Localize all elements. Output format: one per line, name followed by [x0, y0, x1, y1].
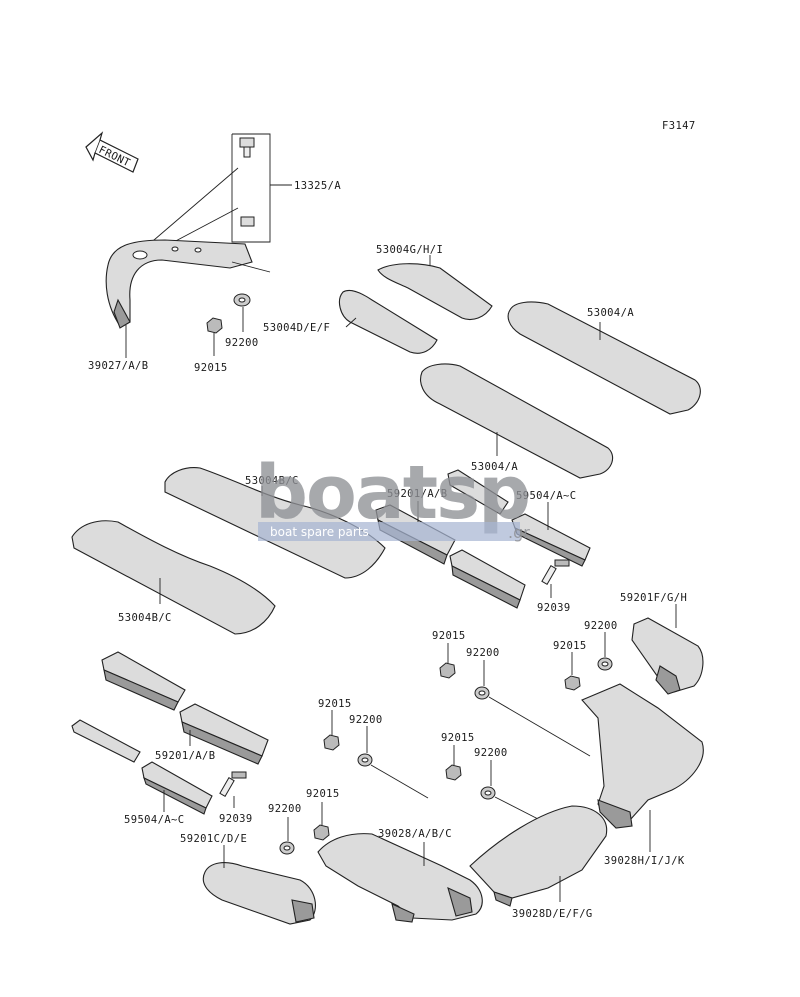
figure-code: F3147	[662, 120, 696, 132]
part-59201fgh	[631, 617, 704, 695]
label-92015-l2: 92015	[306, 788, 340, 800]
mat-53004ghi	[377, 263, 493, 321]
watermark-tagline: boat spare parts	[270, 525, 369, 539]
mat-53004def	[338, 289, 438, 354]
label-39028defg: 39028D/E/F/G	[512, 908, 593, 920]
label-53004bc-top: 53004B/C	[245, 475, 299, 487]
nut-92015-r1	[564, 675, 581, 691]
label-53004def: 53004D/E/F	[263, 322, 330, 334]
label-92015-c2: 92015	[441, 732, 475, 744]
nut-92015-top	[206, 317, 223, 334]
part-59201ab-left	[101, 651, 269, 765]
watermark-suffix: .gr	[508, 523, 530, 542]
label-92200-top: 92200	[225, 337, 259, 349]
label-53004a-right: 53004/A	[587, 307, 634, 319]
label-92200-c1: 92200	[466, 647, 500, 659]
nut-92015-c2	[445, 764, 462, 781]
label-53004bc-left: 53004B/C	[118, 612, 172, 624]
label-39027: 39027/A/B	[88, 360, 149, 372]
label-92200-c2: 92200	[474, 747, 508, 759]
label-92015-l1: 92015	[318, 698, 352, 710]
mat-53004a-right	[507, 301, 701, 415]
front-arrow-icon: FRONT	[85, 131, 139, 173]
label-59504-left: 59504/A~C	[124, 814, 185, 826]
part-59201cde	[202, 862, 316, 925]
label-53004a-mid: 53004/A	[471, 461, 518, 473]
label-59504-mid: 59504/A~C	[516, 490, 577, 502]
part-39028hijk	[581, 683, 704, 829]
label-39028abc: 39028/A/B/C	[378, 828, 452, 840]
nut-92015-l1	[323, 734, 340, 751]
pin-92039-left	[219, 771, 247, 797]
label-39028hijk: 39028H/I/J/K	[604, 855, 685, 867]
part-39027-rail	[105, 239, 271, 329]
label-13325: 13325/A	[294, 180, 341, 192]
mat-53004a-mid	[420, 363, 614, 479]
pin-92039-mid	[541, 559, 570, 585]
label-92200-r1: 92200	[584, 620, 618, 632]
label-92200-l1: 92200	[349, 714, 383, 726]
nut-92015-c1	[439, 662, 456, 679]
nut-92015-l2	[313, 824, 330, 841]
mat-53004bc-left	[71, 520, 276, 635]
label-59201fgh: 59201F/G/H	[620, 592, 687, 604]
label-92039-left: 92039	[219, 813, 253, 825]
watermark-logo: boatsp boat spare parts .gr	[255, 450, 531, 542]
label-92015-r1: 92015	[553, 640, 587, 652]
label-92015-c1: 92015	[432, 630, 466, 642]
label-59201ab-left: 59201/A/B	[155, 750, 216, 762]
part-39028abc	[317, 833, 483, 923]
label-53004ghi: 53004G/H/I	[376, 244, 443, 256]
label-59201ab-mid: 59201/A/B	[387, 488, 448, 500]
watermark-brand: boatsp	[255, 450, 529, 536]
bolt-box-13325	[139, 133, 292, 253]
label-92200-l2: 92200	[268, 803, 302, 815]
label-92039-mid: 92039	[537, 602, 571, 614]
label-92015-top: 92015	[194, 362, 228, 374]
part-39028defg	[469, 805, 608, 907]
label-59201cde: 59201C/D/E	[180, 833, 247, 845]
part-59504-left	[71, 719, 213, 815]
